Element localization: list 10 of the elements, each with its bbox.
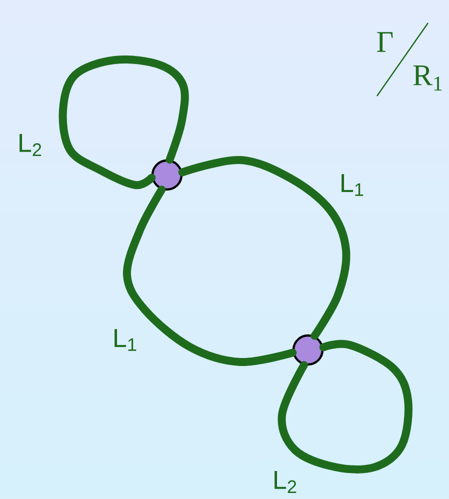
- loop-line: [278, 340, 412, 474]
- fraction-label: R$_{1}$: [413, 66, 442, 90]
- edge-label: L$_{2}$: [274, 470, 296, 493]
- edge-label: L$_{1}$: [114, 329, 136, 351]
- edge-label: L$_{2}$: [20, 134, 42, 156]
- loop-line: [58, 56, 189, 190]
- loop-line: [122, 186, 297, 366]
- loop-line: [178, 156, 350, 340]
- edge-label: L$_{1}$: [342, 174, 364, 196]
- fraction-label: Γ: [377, 32, 393, 52]
